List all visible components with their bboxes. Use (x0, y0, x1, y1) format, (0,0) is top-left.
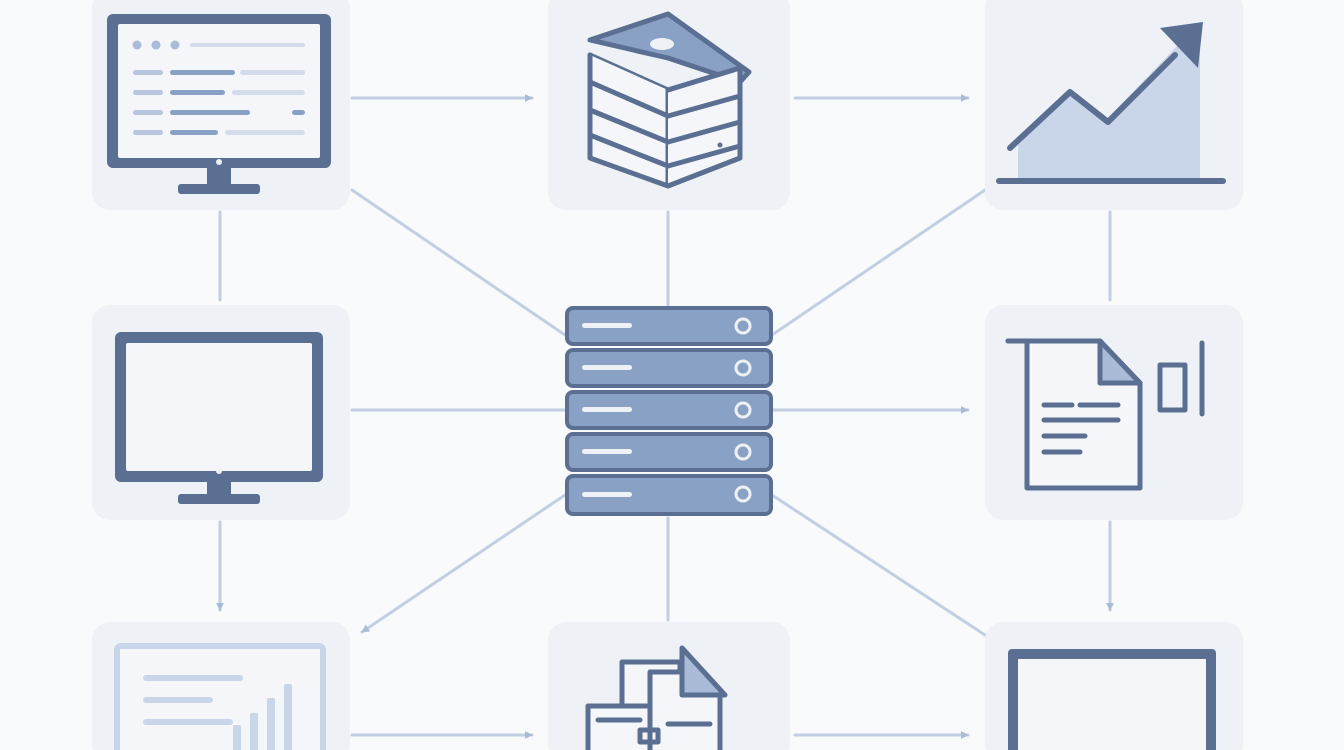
monitor-icon (115, 332, 323, 504)
server-unit (565, 474, 773, 516)
documents-icon (585, 645, 728, 750)
connectors (216, 94, 1114, 739)
monitor-dashboard-icon (107, 14, 331, 194)
server-unit (565, 432, 773, 472)
edge-monitor-top-left-to-server (350, 188, 567, 337)
report-document-icon (1005, 338, 1205, 491)
edge-chart-to-server (770, 188, 987, 337)
server-rack-icon (565, 306, 773, 516)
edge-server-to-screen (770, 493, 987, 637)
server-unit (565, 348, 773, 388)
server-unit (565, 390, 773, 430)
server-unit (565, 306, 773, 346)
trend-chart-icon (996, 22, 1226, 184)
report-chart-icon (114, 643, 326, 750)
screen-icon (1008, 649, 1216, 750)
database-box-icon (587, 11, 752, 189)
edge-server-to-report-bottom-left (360, 493, 567, 634)
